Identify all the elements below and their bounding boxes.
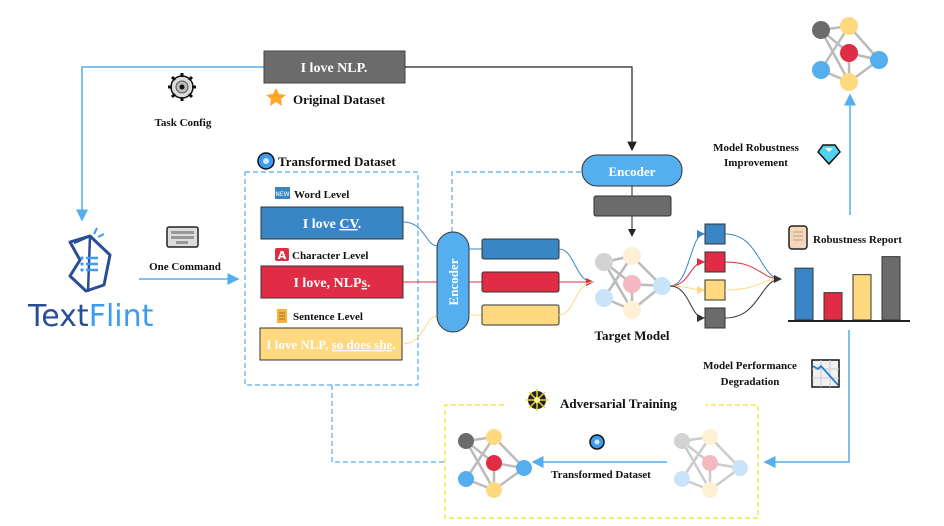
adversarial-training-label: Adversarial Training (560, 396, 677, 411)
config-flow-line (76, 66, 265, 222)
svg-text:NEW: NEW (275, 191, 289, 198)
report-bar (823, 292, 843, 321)
improvement-line1: Model Robustness (713, 142, 800, 154)
target-model-label: Target Model (595, 328, 670, 343)
original-sentence: I love NLP. (301, 61, 368, 76)
blue-to-model (558, 248, 594, 286)
textflint-brand: TextFlint (27, 299, 154, 334)
output-blue-box (704, 223, 726, 245)
declining-chart-icon (811, 359, 840, 388)
report-bar (794, 267, 814, 321)
improvement-line2: Improvement (724, 157, 788, 169)
word-level-sentence: I love CV. (303, 217, 361, 232)
sentence-level-label: Sentence Level (293, 311, 363, 323)
word-level-box (260, 206, 404, 240)
improved-model-network-icon (812, 17, 888, 91)
robustness-report-label: Robustness Report (813, 234, 902, 246)
adversarial-dashed-link (331, 385, 445, 463)
keyboard-icon (166, 226, 199, 248)
gear-icon (168, 73, 196, 101)
sparkle-burst-icon (526, 389, 548, 411)
degradation-line1: Model Performance (703, 360, 797, 372)
character-level-box (260, 265, 404, 299)
letter-a-icon: A (275, 248, 289, 262)
degradation-arrow (763, 330, 850, 468)
encoded-original-box (593, 195, 672, 217)
vertical-encoder-label: Encoder (446, 258, 461, 305)
sentence-to-encoder-curve (401, 315, 438, 345)
report-bar-chart (794, 256, 901, 321)
original-sentence-box: I love NLP. (263, 50, 406, 84)
scroll-report-icon (788, 225, 808, 250)
degradation-line2: Degradation (721, 376, 780, 388)
faded-model-network-icon (674, 429, 748, 498)
new-badge-icon: NEW (275, 187, 290, 199)
encoded-word-box (481, 238, 560, 260)
report-bar (881, 256, 901, 321)
top-encoder-label: Encoder (609, 164, 656, 179)
textflint-logo-icon (68, 227, 112, 293)
output-gray-box (704, 307, 726, 329)
target-model-network-icon (595, 247, 671, 319)
original-to-encoder-line (405, 66, 637, 152)
sentence-level-sentence: I love NLP, so does she. (266, 337, 395, 352)
character-level-label: Character Level (292, 250, 368, 262)
scroll-icon (277, 309, 287, 323)
trained-model-network-icon (458, 429, 532, 498)
yellow-to-model (558, 281, 594, 316)
word-to-encoder-curve (402, 221, 438, 247)
output-red-box (704, 251, 726, 273)
star-icon (266, 88, 286, 106)
cyclone-icon (257, 152, 275, 170)
one-command-label: One Command (149, 261, 221, 273)
encoded-char-box (481, 271, 560, 293)
adversarial-training-container (444, 404, 759, 519)
original-dataset-label: Original Dataset (293, 92, 386, 107)
task-config-label: Task Config (155, 117, 212, 129)
cyclone-small-icon (589, 434, 605, 450)
report-bar (852, 274, 872, 321)
word-level-label: Word Level (294, 189, 349, 201)
output-yellow-box (704, 279, 726, 301)
character-level-sentence: I love, NLPs. (293, 276, 370, 291)
adversarial-arrow-label: Transformed Dataset (551, 469, 651, 481)
encoded-sentence-box (481, 304, 560, 326)
svg-text:A: A (278, 249, 287, 262)
transformed-dataset-label: Transformed Dataset (278, 154, 396, 169)
encoder-dashed-link (451, 171, 582, 232)
diamond-icon (817, 144, 841, 166)
